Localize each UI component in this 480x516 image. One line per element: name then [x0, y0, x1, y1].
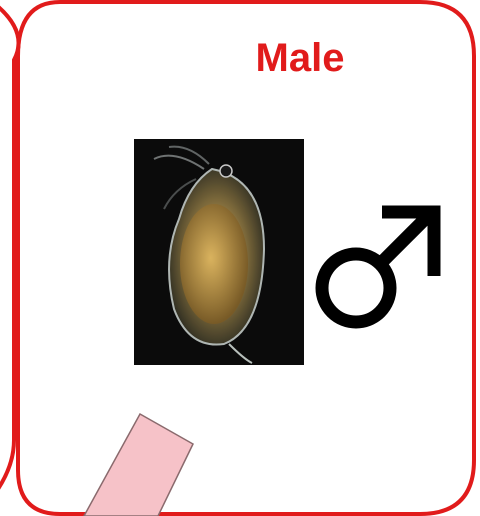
- pink-marker: [0, 0, 480, 516]
- diagram-stage: Male: [0, 0, 480, 516]
